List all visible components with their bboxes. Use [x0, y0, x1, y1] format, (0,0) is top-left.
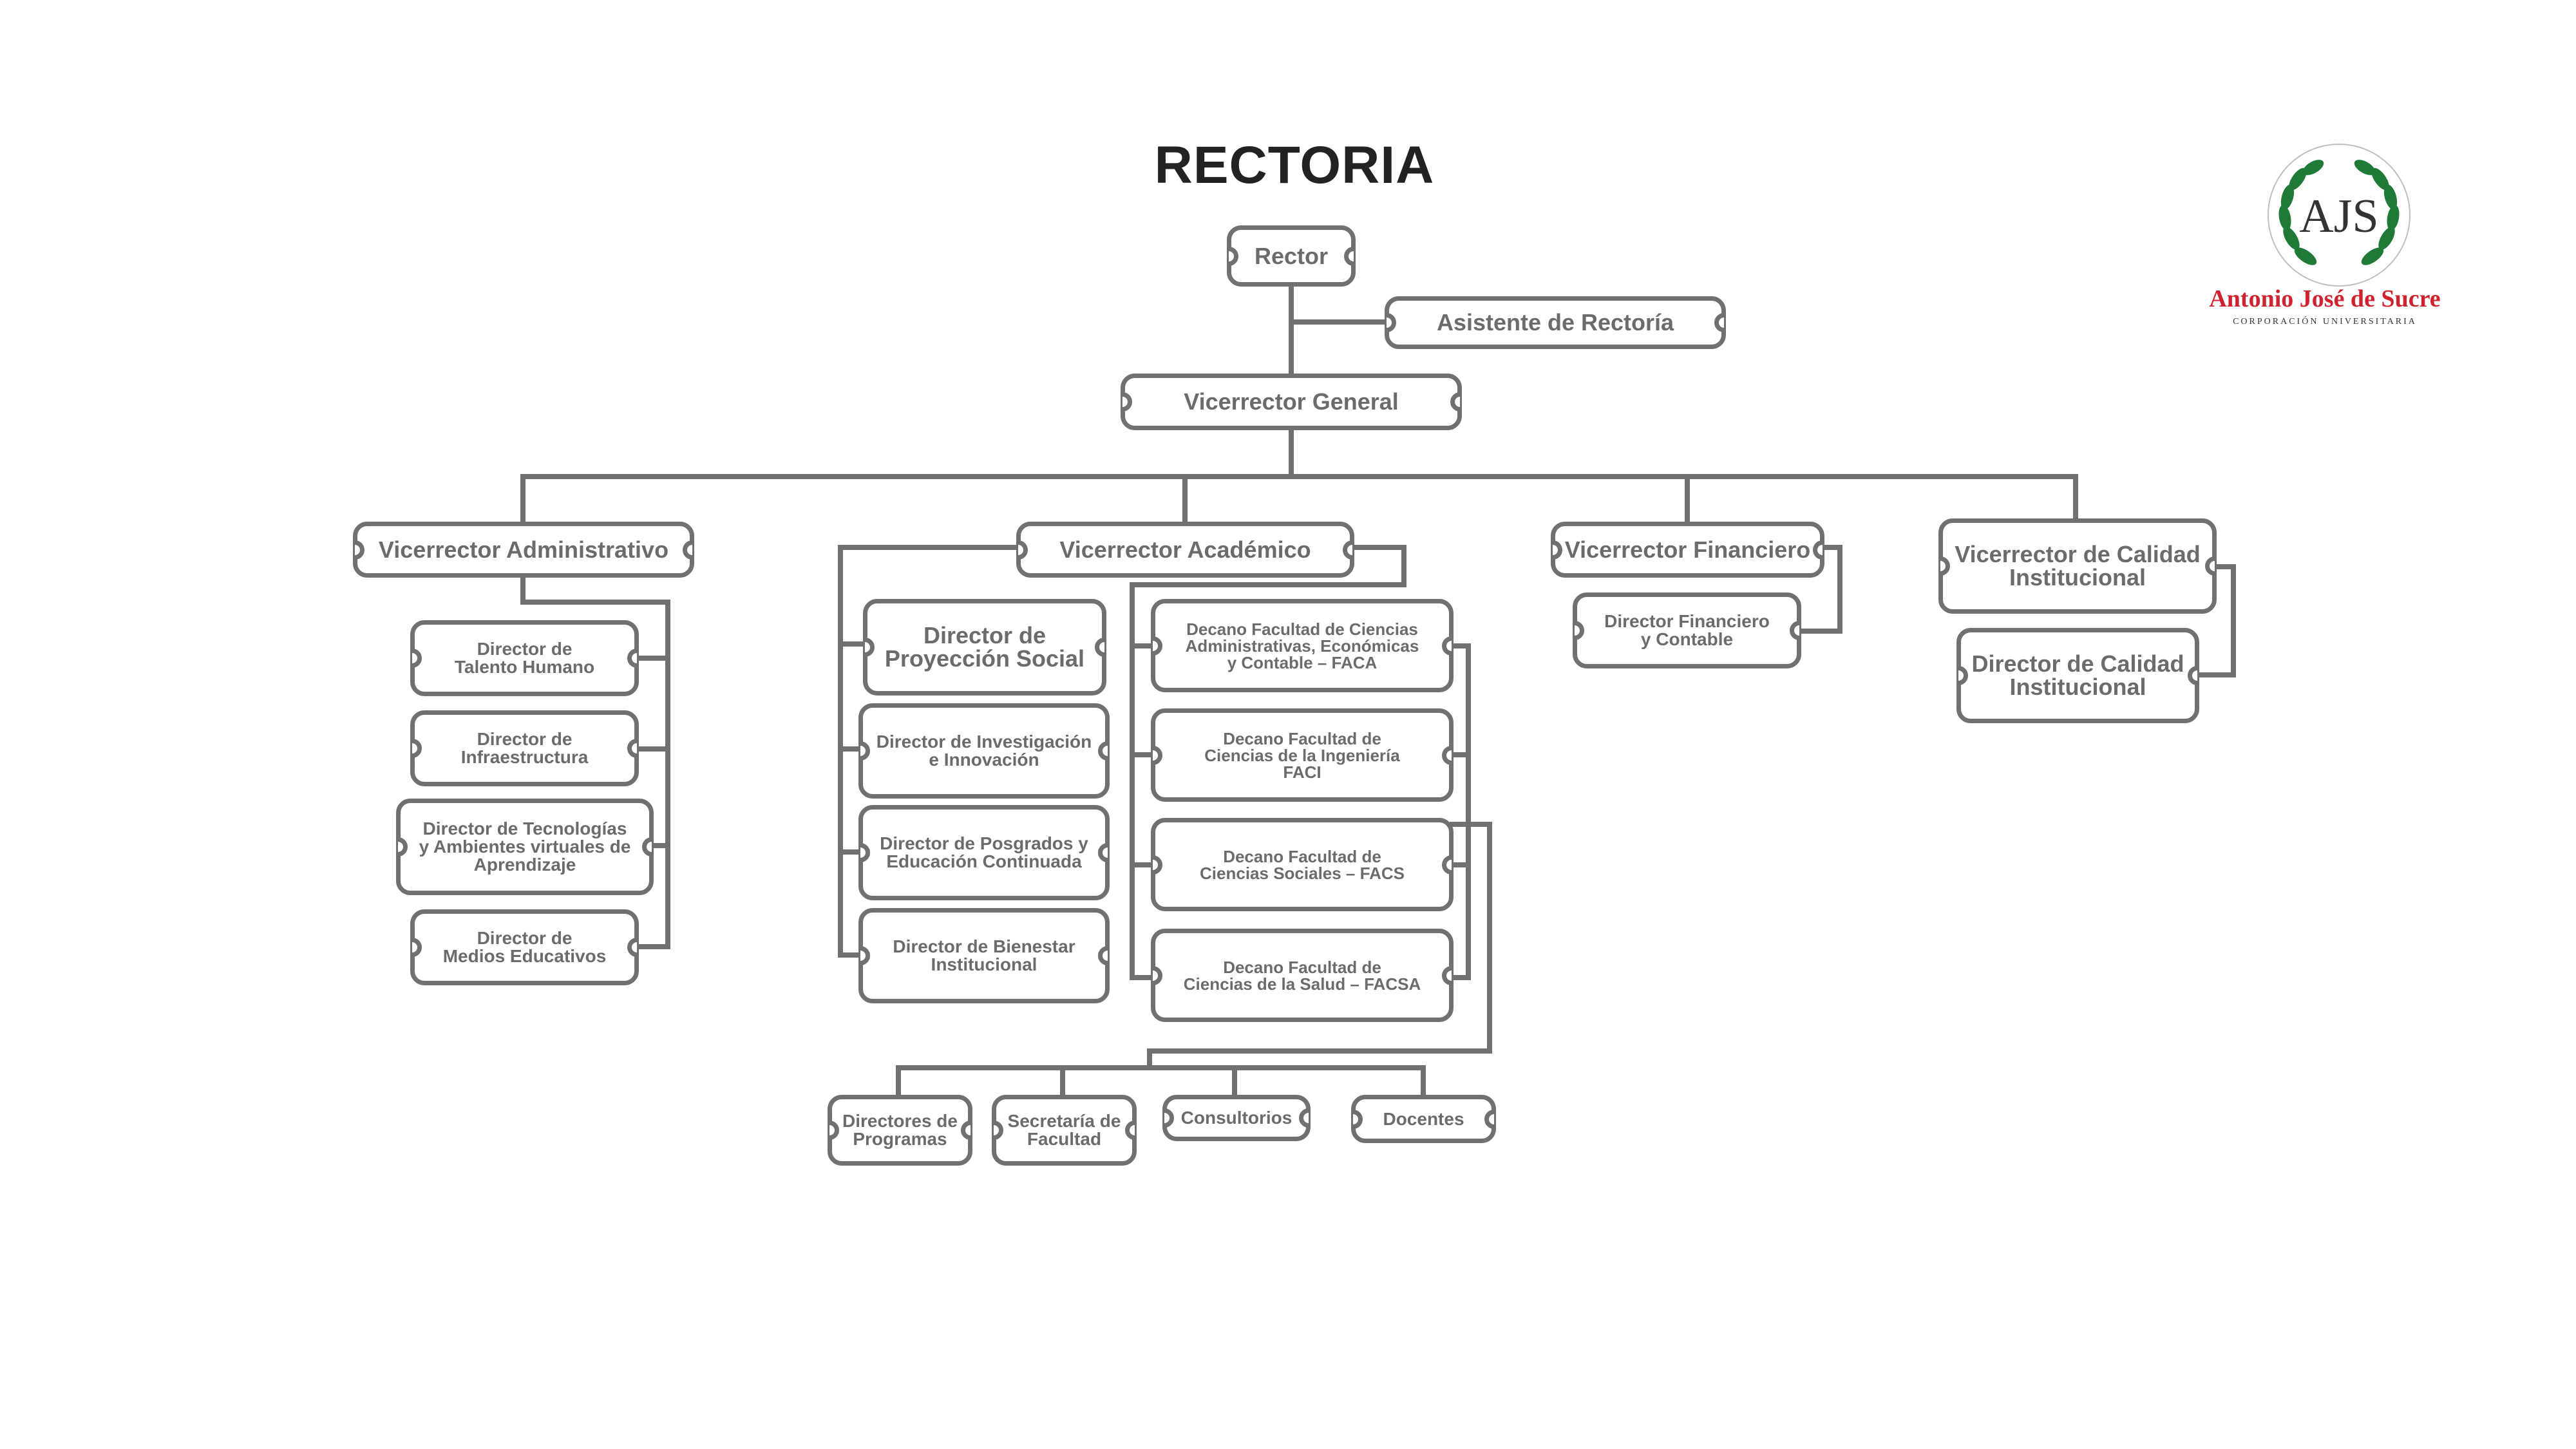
node-label: Decano Facultad de Ciencias de la Ingeni…	[1204, 728, 1400, 782]
node-label: Director de Talento Humano	[454, 639, 595, 677]
node-label: Director Financiero y Contable	[1604, 611, 1770, 649]
node-label: Director de Medios Educativos	[442, 928, 607, 966]
node-label: Vicerrector Administrativo	[378, 536, 669, 563]
node-vicerrector-financiero: Vicerrector Financiero	[1551, 522, 1824, 578]
node-vicerrector-academico: Vicerrector Académico	[1016, 522, 1354, 578]
node-director-medios-educativos: Director de Medios Educativos	[410, 909, 639, 985]
node-vicerrector-general: Vicerrector General	[1121, 374, 1462, 430]
node-label: Vicerrector de Calidad Institucional	[1955, 541, 2201, 591]
node-label: Director de Investigación e Innovación	[876, 732, 1092, 770]
node-director-bienestar: Director de Bienestar Institucional	[858, 908, 1110, 1003]
node-director-posgrados: Director de Posgrados y Educación Contin…	[858, 805, 1110, 900]
node-rector: Rector	[1227, 225, 1356, 287]
node-docentes: Docentes	[1351, 1095, 1496, 1143]
brand-subtitle: CORPORACIÓN UNIVERSITARIA	[2233, 317, 2417, 327]
node-director-infraestructura: Director de Infraestructura	[410, 710, 639, 786]
node-vicerrector-calidad: Vicerrector de Calidad Institucional	[1938, 518, 2217, 614]
node-label: Docentes	[1383, 1108, 1464, 1129]
node-label: Asistente de Rectoría	[1436, 309, 1674, 336]
node-label: Director de Tecnologías y Ambientes virt…	[419, 819, 631, 875]
node-label: Consultorios	[1180, 1108, 1293, 1128]
node-label: Vicerrector Académico	[1059, 536, 1311, 563]
node-label: Director de Bienestar Institucional	[893, 936, 1075, 974]
node-director-financiero: Director Financiero y Contable	[1573, 592, 1801, 668]
laurel-seal-icon: AJS	[2268, 144, 2410, 287]
node-label: Director de Proyección Social	[884, 622, 1085, 672]
node-director-proyeccion-social: Director de Proyección Social	[863, 599, 1106, 696]
institution-logo: AJS Antonio José de Sucre CORPORACIÓN UN…	[2209, 135, 2441, 335]
monogram: AJS	[2299, 190, 2378, 243]
node-label: Director de Infraestructura	[460, 729, 589, 767]
node-director-tecnologias: Director de Tecnologías y Ambientes virt…	[396, 799, 654, 895]
node-label: Vicerrector Financiero	[1564, 536, 1811, 563]
node-director-investigacion: Director de Investigación e Innovación	[858, 703, 1110, 799]
node-label: Rector	[1254, 242, 1329, 269]
node-director-talento-humano: Director de Talento Humano	[410, 620, 639, 696]
node-consultorios: Consultorios	[1162, 1095, 1311, 1141]
node-label: Secretaría de Facultad	[1007, 1111, 1121, 1149]
page-title: RECTORIA	[1154, 136, 1435, 194]
node-director-calidad: Director de Calidad Institucional	[1956, 628, 2199, 723]
node-label: Decano Facultad de Ciencias de la Salud …	[1183, 957, 1421, 994]
node-directores-programas: Directores de Programas	[828, 1095, 972, 1166]
brand-name: Antonio José de Sucre	[2209, 285, 2441, 312]
node-decano-facs: Decano Facultad de Ciencias Sociales – F…	[1151, 818, 1454, 911]
node-label: Decano Facultad de Ciencias Administrati…	[1185, 619, 1419, 672]
node-decano-faci: Decano Facultad de Ciencias de la Ingeni…	[1151, 708, 1454, 802]
node-decano-facsa: Decano Facultad de Ciencias de la Salud …	[1151, 929, 1454, 1022]
node-label: Director de Calidad Institucional	[1971, 650, 2184, 700]
node-secretaria-facultad: Secretaría de Facultad	[992, 1095, 1137, 1166]
node-vicerrector-administrativo: Vicerrector Administrativo	[353, 522, 694, 578]
node-label: Decano Facultad de Ciencias Sociales – F…	[1200, 846, 1405, 883]
node-label: Director de Posgrados y Educación Contin…	[880, 833, 1088, 871]
node-decano-faca: Decano Facultad de Ciencias Administrati…	[1151, 599, 1454, 692]
node-label: Directores de Programas	[842, 1111, 958, 1149]
node-asistente-rectoria: Asistente de Rectoría	[1385, 296, 1726, 349]
node-label: Vicerrector General	[1184, 388, 1399, 415]
